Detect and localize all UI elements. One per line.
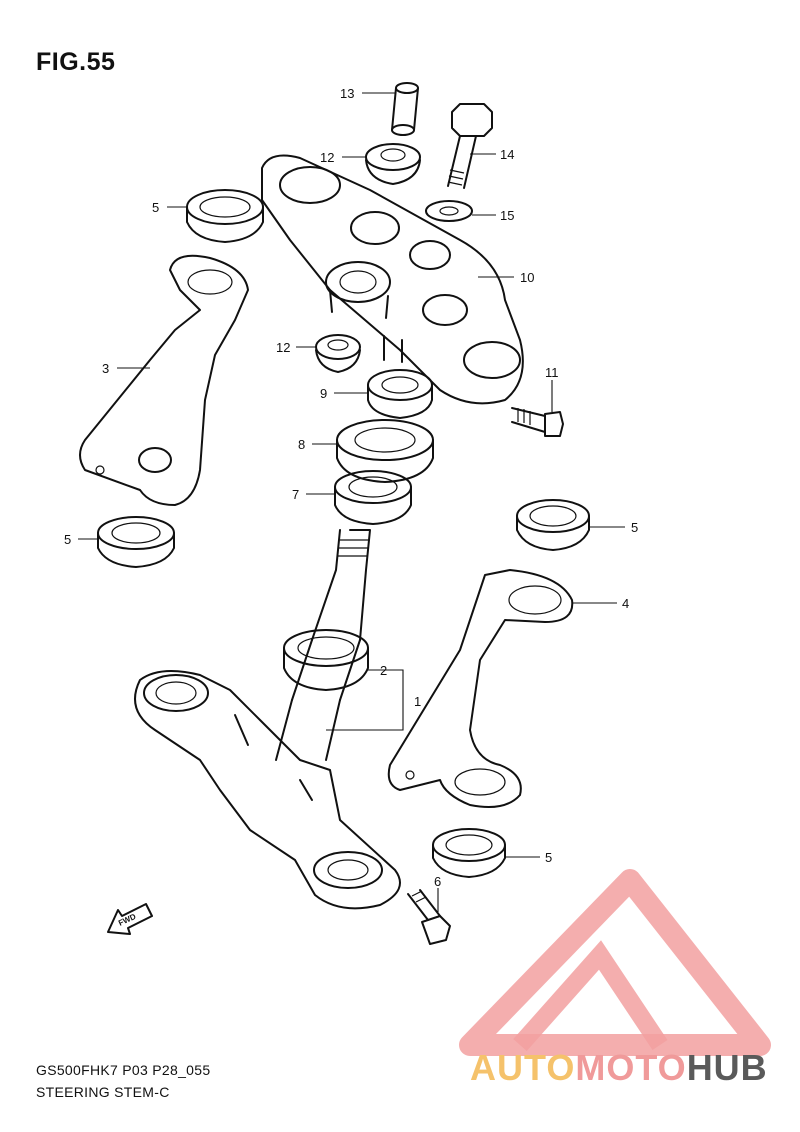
callout-5-right-lower: 5	[545, 850, 552, 865]
watermark-logo	[459, 869, 771, 1056]
part-13-collar	[391, 82, 419, 136]
part-15-washer	[425, 200, 473, 222]
callout-15: 15	[500, 208, 514, 223]
svg-text:AUTOMOTOHUB: AUTOMOTOHUB	[470, 1047, 768, 1088]
part-5-seal-right-upper	[516, 499, 590, 551]
callout-labels: 13 12 14 5 15 10 3 12 11 9 8 7 5 5 4 2 1…	[64, 86, 638, 889]
fwd-arrow-icon: FWD	[107, 903, 153, 935]
callout-5-right-upper: 5	[631, 520, 638, 535]
figure-title: FIG.55	[36, 48, 116, 76]
part-10-upper-bracket	[261, 154, 524, 405]
callout-5-upper-left: 5	[152, 200, 159, 215]
watermark-inner-stroke	[513, 940, 668, 1051]
part-14-bolt	[447, 103, 493, 189]
callout-7: 7	[292, 487, 299, 502]
part-4-right-bracket	[387, 569, 574, 808]
part-2-stem-bearing	[283, 629, 369, 691]
part-5-seal-upper-left	[186, 189, 264, 243]
diagram-name: STEERING STEM-C	[36, 1084, 170, 1100]
leader-lines	[78, 92, 625, 912]
callout-3: 3	[102, 361, 109, 376]
watermark-wordmark: AUTOMOTOHUB	[470, 1047, 768, 1088]
watermark-auto: AUTO	[470, 1047, 575, 1088]
part-5-seal-right-lower	[432, 828, 506, 878]
part-8-dust-seal	[336, 419, 434, 483]
callout-12-upper: 12	[320, 150, 334, 165]
callout-2: 2	[380, 663, 387, 678]
callout-1: 1	[414, 694, 421, 709]
part-1-steering-stem	[134, 529, 401, 910]
part-7-bearing	[334, 470, 412, 525]
callout-5-lower-left: 5	[64, 532, 71, 547]
callout-4: 4	[622, 596, 629, 611]
part-3-left-bracket	[79, 254, 249, 506]
callout-8: 8	[298, 437, 305, 452]
callout-9: 9	[320, 386, 327, 401]
callout-12-lower: 12	[276, 340, 290, 355]
part-12-cushion-upper	[365, 143, 421, 185]
callout-13: 13	[340, 86, 354, 101]
callout-14: 14	[500, 147, 514, 162]
callout-10: 10	[520, 270, 534, 285]
part-12-cushion-lower	[315, 334, 361, 373]
part-9-stem-nut	[367, 369, 433, 419]
part-6-bolt	[407, 889, 451, 945]
callout-11: 11	[545, 365, 559, 380]
watermark-moto: MOTO	[575, 1047, 686, 1088]
callout-6: 6	[434, 874, 441, 889]
part-11-bolt	[511, 407, 564, 437]
part-5-seal-lower-left	[97, 516, 175, 568]
diagram-code: GS500FHK7 P03 P28_055	[36, 1062, 211, 1078]
watermark-hub: HUB	[687, 1047, 768, 1088]
watermark-triangle	[459, 869, 771, 1056]
